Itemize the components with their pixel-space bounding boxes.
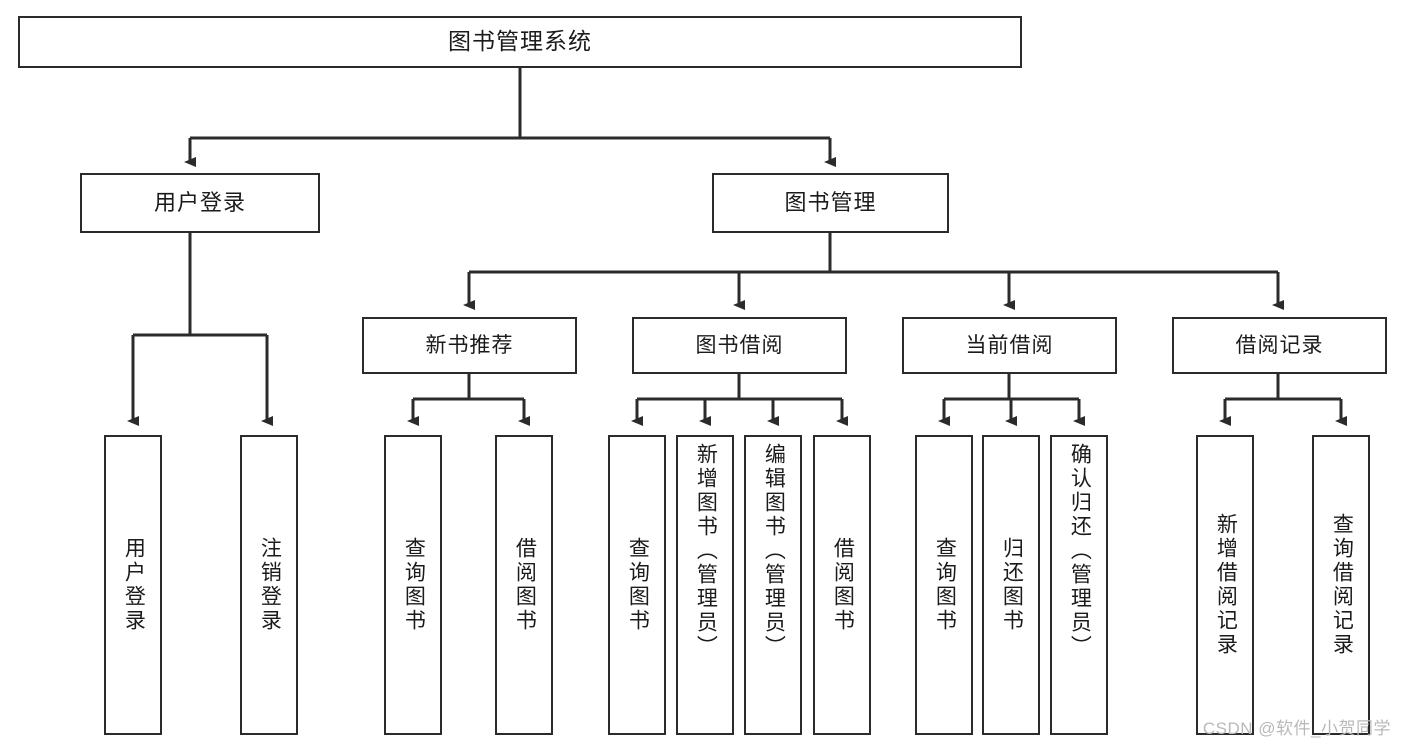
leaf-current-borrow-confirm-return-admin[interactable]: 确认归还（管理员） bbox=[1050, 435, 1108, 735]
node-label: 编辑图书（管理员） bbox=[762, 443, 786, 659]
node-book-management[interactable]: 图书管理 bbox=[712, 173, 949, 233]
node-label: 注销登录 bbox=[258, 537, 282, 633]
leaf-borrow-record-add-record[interactable]: 新增借阅记录 bbox=[1196, 435, 1254, 735]
node-label: 查询图书 bbox=[933, 537, 957, 633]
node-label: 图书借阅 bbox=[695, 333, 784, 357]
leaf-book-borrow-edit-book-admin[interactable]: 编辑图书（管理员） bbox=[744, 435, 802, 735]
node-borrow-record[interactable]: 借阅记录 bbox=[1172, 317, 1387, 374]
node-label: 查询借阅记录 bbox=[1330, 513, 1354, 657]
node-label: 新增图书（管理员） bbox=[694, 443, 718, 659]
leaf-user-login-logout[interactable]: 注销登录 bbox=[240, 435, 298, 735]
node-label: 归还图书 bbox=[1000, 537, 1024, 633]
node-current-borrow[interactable]: 当前借阅 bbox=[902, 317, 1117, 374]
node-label: 新增借阅记录 bbox=[1214, 513, 1238, 657]
leaf-borrow-record-query-record[interactable]: 查询借阅记录 bbox=[1312, 435, 1370, 735]
node-label: 确认归还（管理员） bbox=[1068, 443, 1092, 659]
leaf-new-book-borrow-book[interactable]: 借阅图书 bbox=[495, 435, 553, 735]
node-label: 图书管理系统 bbox=[448, 28, 592, 55]
node-label: 借阅记录 bbox=[1235, 333, 1324, 357]
leaf-user-login-login[interactable]: 用户登录 bbox=[104, 435, 162, 735]
node-book-borrow[interactable]: 图书借阅 bbox=[632, 317, 847, 374]
leaf-new-book-query-book[interactable]: 查询图书 bbox=[384, 435, 442, 735]
node-label: 用户登录 bbox=[122, 537, 146, 633]
node-label: 借阅图书 bbox=[513, 537, 537, 633]
leaf-book-borrow-add-book-admin[interactable]: 新增图书（管理员） bbox=[676, 435, 734, 735]
node-root-book-management-system[interactable]: 图书管理系统 bbox=[18, 16, 1022, 68]
node-label: 用户登录 bbox=[153, 189, 246, 215]
node-label: 借阅图书 bbox=[831, 537, 855, 633]
leaf-current-borrow-return-book[interactable]: 归还图书 bbox=[982, 435, 1040, 735]
node-user-login[interactable]: 用户登录 bbox=[80, 173, 320, 233]
leaf-book-borrow-borrow-book[interactable]: 借阅图书 bbox=[813, 435, 871, 735]
node-label: 查询图书 bbox=[626, 537, 650, 633]
node-label: 查询图书 bbox=[402, 537, 426, 633]
node-label: 当前借阅 bbox=[965, 333, 1054, 357]
leaf-current-borrow-query-book[interactable]: 查询图书 bbox=[915, 435, 973, 735]
node-new-book-recommend[interactable]: 新书推荐 bbox=[362, 317, 577, 374]
node-label: 新书推荐 bbox=[425, 333, 514, 357]
leaf-book-borrow-query-book[interactable]: 查询图书 bbox=[608, 435, 666, 735]
node-label: 图书管理 bbox=[784, 189, 877, 215]
